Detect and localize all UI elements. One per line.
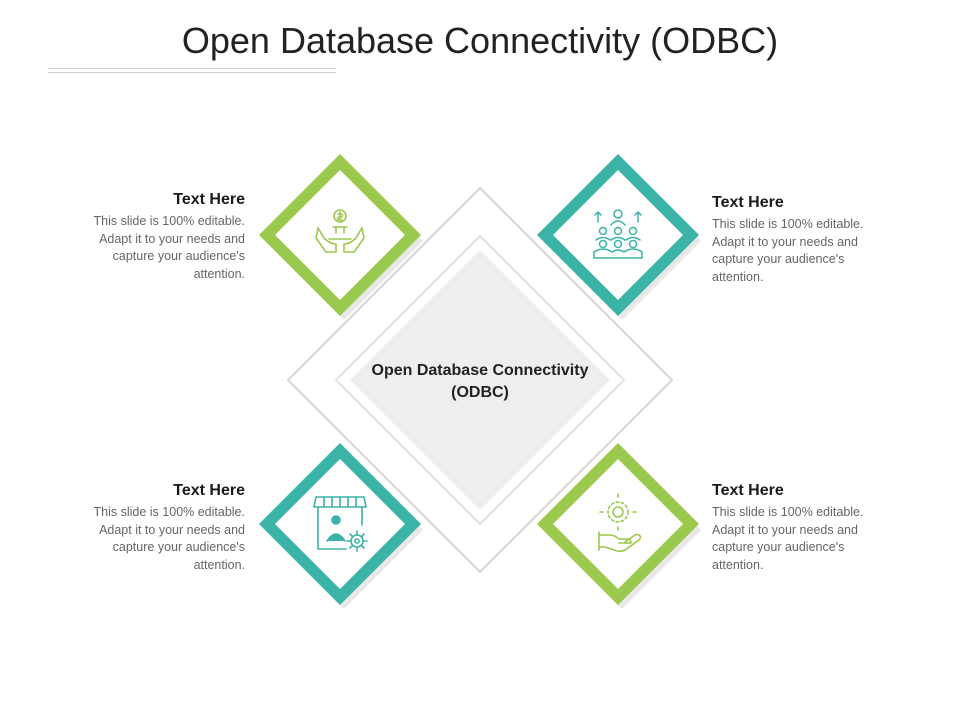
title-underline-top — [48, 68, 336, 69]
text-block-bottom-left: Text Here This slide is 100% editable. A… — [75, 482, 245, 574]
block-heading: Text Here — [173, 482, 245, 499]
block-heading: Text Here — [712, 482, 784, 499]
block-body: This slide is 100% editable. Adapt it to… — [712, 505, 864, 572]
block-heading: Text Here — [712, 194, 784, 211]
page-title: Open Database Connectivity (ODBC) — [181, 20, 779, 61]
diamond-bottom-right — [537, 443, 701, 609]
text-block-bottom-right: Text Here This slide is 100% editable. A… — [712, 482, 882, 574]
text-block-top-left: Text Here This slide is 100% editable. A… — [75, 191, 245, 283]
diamond-bottom-left — [259, 443, 423, 609]
title-underline-bottom — [48, 72, 336, 73]
hand-sun-icon — [598, 493, 642, 553]
center-label: Open Database Connectivity (ODBC) — [371, 362, 589, 401]
block-heading: Text Here — [173, 191, 245, 208]
money-hands-icon — [315, 209, 365, 253]
block-body: This slide is 100% editable. Adapt it to… — [93, 505, 245, 572]
diamond-top-left — [259, 154, 423, 320]
center-fill-diamond — [350, 250, 610, 510]
block-body: This slide is 100% editable. Adapt it to… — [712, 217, 864, 284]
shop-vendor-icon — [313, 496, 368, 552]
text-block-top-right: Text Here This slide is 100% editable. A… — [712, 194, 882, 286]
block-body: This slide is 100% editable. Adapt it to… — [93, 214, 245, 281]
people-growth-icon — [593, 209, 643, 259]
